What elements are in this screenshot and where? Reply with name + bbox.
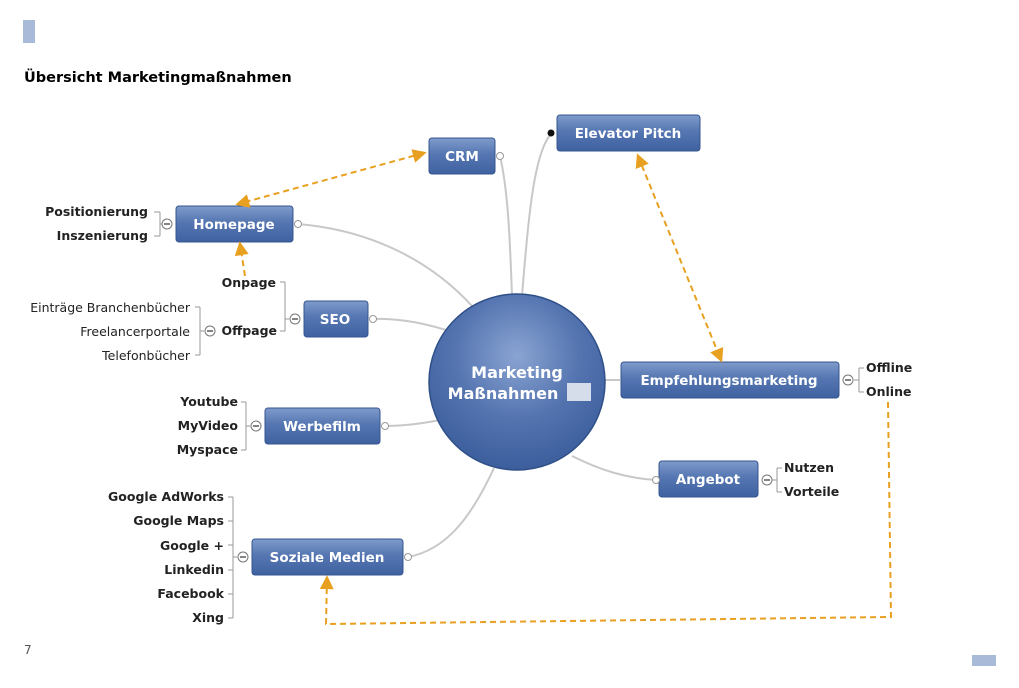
topic-seo[interactable]: SEO: [303, 300, 377, 338]
subtopic-google-plus[interactable]: Google +: [160, 538, 224, 553]
branch-lines: [297, 132, 657, 558]
empfehlung-subtopics: Offline Online: [842, 360, 912, 399]
topic-soziale-medien[interactable]: Soziale Medien: [251, 538, 412, 576]
center-node[interactable]: Marketing Maßnahmen: [428, 293, 606, 471]
svg-text:Elevator Pitch: Elevator Pitch: [575, 126, 682, 142]
collapse-toggle-soziale-medien[interactable]: [237, 551, 249, 563]
seo-subtopics: Onpage Offpage Einträge Branchenbücher F…: [30, 275, 301, 363]
topic-homepage[interactable]: Homepage: [175, 205, 302, 243]
soziale-medien-subtopics: Google AdWorks Google Maps Google + Link…: [108, 489, 249, 625]
subtopic-telefonbuecher[interactable]: Telefonbücher: [101, 348, 191, 363]
svg-text:Werbefilm: Werbefilm: [283, 419, 361, 435]
collapse-toggle-homepage[interactable]: [161, 218, 173, 230]
subtopic-positionierung[interactable]: Positionierung: [45, 204, 148, 219]
subtopic-onpage[interactable]: Onpage: [222, 275, 276, 290]
center-label-line2: Maßnahmen: [448, 384, 559, 403]
branch-line-soziale-medien: [407, 467, 495, 558]
branch-line-elevator-pitch: [521, 132, 553, 297]
relationship-arrows: [234, 149, 893, 626]
relation-online-soziale-medien: [319, 401, 893, 626]
svg-text:SEO: SEO: [320, 312, 350, 328]
subtopic-google-adworks[interactable]: Google AdWorks: [108, 489, 224, 504]
topic-crm[interactable]: CRM: [428, 137, 504, 175]
subtopic-online[interactable]: Online: [866, 384, 911, 399]
branch-line-werbefilm: [383, 419, 441, 427]
subtopic-linkedin[interactable]: Linkedin: [164, 562, 224, 577]
center-label-line1: Marketing: [471, 363, 563, 382]
topic-werbefilm[interactable]: Werbefilm: [264, 407, 389, 445]
topic-angebot[interactable]: Angebot: [652, 460, 759, 498]
collapse-toggle-seo[interactable]: [289, 313, 301, 325]
collapse-toggle-empfehlung[interactable]: [842, 374, 854, 386]
center-attachment-icon: [567, 383, 591, 401]
relation-onpage-homepage: [234, 241, 249, 277]
svg-text:Angebot: Angebot: [676, 472, 741, 488]
relation-crm-homepage: [235, 149, 427, 208]
subtopic-myvideo[interactable]: MyVideo: [178, 418, 239, 433]
angebot-subtopics: Nutzen Vorteile: [761, 460, 839, 499]
collapse-toggle-angebot[interactable]: [761, 474, 773, 486]
subtopic-inszenierung[interactable]: Inszenierung: [57, 228, 148, 243]
branch-line-homepage: [297, 223, 473, 307]
page-title: Übersicht Marketingmaßnahmen: [24, 70, 292, 86]
subtopic-eintraege-branchenbuecher[interactable]: Einträge Branchenbücher: [30, 300, 191, 315]
bottom-right-accent-bar: [972, 655, 996, 666]
relation-elevator-empfehlung: [635, 153, 724, 363]
topic-empfehlungsmarketing[interactable]: Empfehlungsmarketing: [620, 361, 840, 399]
subtopic-facebook[interactable]: Facebook: [157, 586, 224, 601]
topic-elevator-pitch[interactable]: Elevator Pitch: [547, 114, 701, 152]
collapse-toggle-offpage[interactable]: [204, 325, 216, 337]
subtopic-offline[interactable]: Offline: [866, 360, 912, 375]
svg-text:Homepage: Homepage: [193, 217, 274, 233]
branch-line-crm: [499, 155, 513, 297]
top-left-accent-bar: [23, 20, 35, 43]
werbefilm-subtopics: Youtube MyVideo Myspace: [177, 394, 262, 457]
subtopic-xing[interactable]: Xing: [192, 610, 224, 625]
branch-line-angebot: [571, 455, 657, 481]
subtopic-vorteile[interactable]: Vorteile: [784, 484, 839, 499]
svg-text:Soziale Medien: Soziale Medien: [270, 550, 385, 566]
subtopic-offpage[interactable]: Offpage: [221, 323, 277, 338]
subtopic-youtube[interactable]: Youtube: [179, 394, 238, 409]
page-number: 7: [24, 643, 32, 657]
homepage-subtopics: Positionierung Inszenierung: [45, 204, 173, 243]
svg-text:CRM: CRM: [445, 149, 479, 165]
subtopic-myspace[interactable]: Myspace: [177, 442, 238, 457]
subtopic-nutzen[interactable]: Nutzen: [784, 460, 834, 475]
collapse-toggle-werbefilm[interactable]: [250, 420, 262, 432]
subtopic-google-maps[interactable]: Google Maps: [133, 513, 224, 528]
branch-line-seo: [371, 317, 447, 331]
svg-text:Empfehlungsmarketing: Empfehlungsmarketing: [640, 373, 817, 389]
subtopic-freelancerportale[interactable]: Freelancerportale: [80, 324, 190, 339]
